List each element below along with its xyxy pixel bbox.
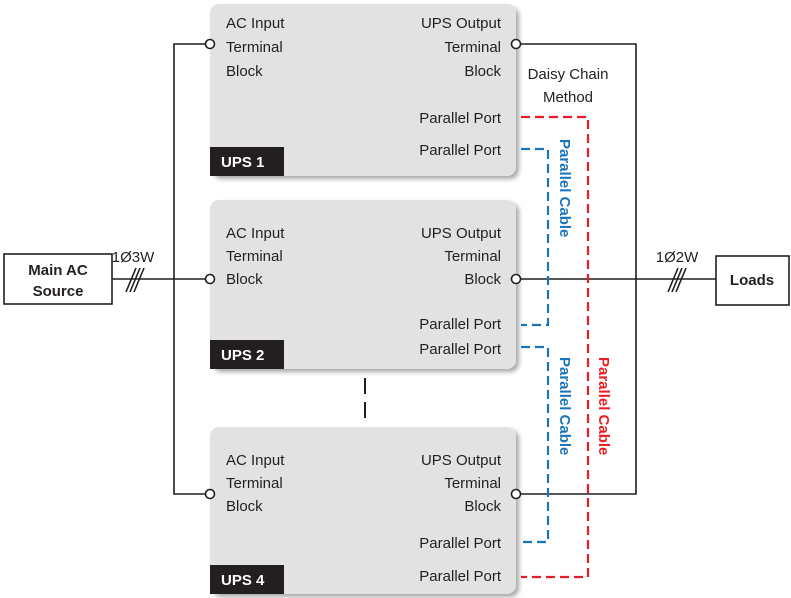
parallel-cable-red: [521, 115, 590, 579]
ups-badge-label: UPS 1: [221, 154, 264, 171]
parallel-port-label: Parallel Port: [419, 110, 502, 127]
ac-input-label: Terminal: [226, 39, 283, 56]
ups-output-label: Block: [464, 498, 501, 515]
ac-input-bus: [112, 43, 205, 495]
ups-badge-label: UPS 2: [221, 347, 264, 364]
ups-output-bus: [520, 43, 716, 495]
parallel-cable-blue-1: [521, 147, 550, 327]
ups-output-label: Block: [464, 63, 501, 80]
ups-output-label: Terminal: [444, 39, 501, 56]
parallel-port-label: Parallel Port: [419, 568, 502, 585]
loads-box: [715, 255, 790, 306]
input-wiring-label: 1Ø3W: [112, 249, 155, 266]
parallel-port-label: Parallel Port: [419, 535, 502, 552]
ac-input-label: Block: [226, 63, 263, 80]
ups-unit-1: UPS 1 AC Input Terminal Block UPS Output…: [210, 4, 516, 176]
parallel-cable-blue-2: [521, 345, 550, 544]
terminal-connectors: [204, 38, 522, 500]
ups-output-label: UPS Output: [421, 225, 502, 242]
parallel-port-label: Parallel Port: [419, 142, 502, 159]
parallel-port-label: Parallel Port: [419, 316, 502, 333]
ups-output-label: Block: [464, 271, 501, 288]
main-ac-source-label: Source: [33, 283, 84, 300]
ac-input-label: Terminal: [226, 475, 283, 492]
ups-output-label: Terminal: [444, 475, 501, 492]
ups-badge: [210, 340, 284, 369]
loads: Loads 1Ø2W: [656, 249, 790, 306]
loads-label: Loads: [730, 272, 774, 289]
parallel-cable-label: Parallel Cable: [556, 139, 573, 237]
ups-output-label: UPS Output: [421, 452, 502, 469]
ups-badge-label: UPS 4: [221, 572, 265, 589]
daisy-chain-label: Daisy Chain: [528, 66, 609, 83]
ups-cabinet: [210, 4, 516, 176]
parallel-port-label: Parallel Port: [419, 341, 502, 358]
ups-cabinet: [210, 427, 516, 594]
ups-output-label: Terminal: [444, 248, 501, 265]
main-ac-source-box: [3, 253, 113, 305]
ups-badge: [210, 565, 284, 594]
main-ac-source: Main AC Source 1Ø3W: [3, 249, 155, 305]
daisy-chain-label: Method: [543, 89, 593, 106]
ups-unit-4: UPS 4 AC Input Terminal Block UPS Output…: [210, 427, 516, 594]
ups-output-label: UPS Output: [421, 15, 502, 32]
output-wiring-label: 1Ø2W: [656, 249, 699, 266]
ups-cabinet: [210, 200, 516, 369]
parallel-cable-label: Parallel Cable: [595, 357, 612, 455]
ups-unit-2: UPS 2 AC Input Terminal Block UPS Output…: [210, 200, 516, 369]
ac-input-label: AC Input: [226, 452, 285, 469]
ac-input-label: Block: [226, 498, 263, 515]
main-ac-source-label: Main AC: [28, 262, 88, 279]
ac-input-label: AC Input: [226, 15, 285, 32]
ac-input-label: Terminal: [226, 248, 283, 265]
ups-badge: [210, 147, 284, 176]
ac-input-label: Block: [226, 271, 263, 288]
parallel-cable-label: Parallel Cable: [556, 357, 573, 455]
ac-input-label: AC Input: [226, 225, 285, 242]
